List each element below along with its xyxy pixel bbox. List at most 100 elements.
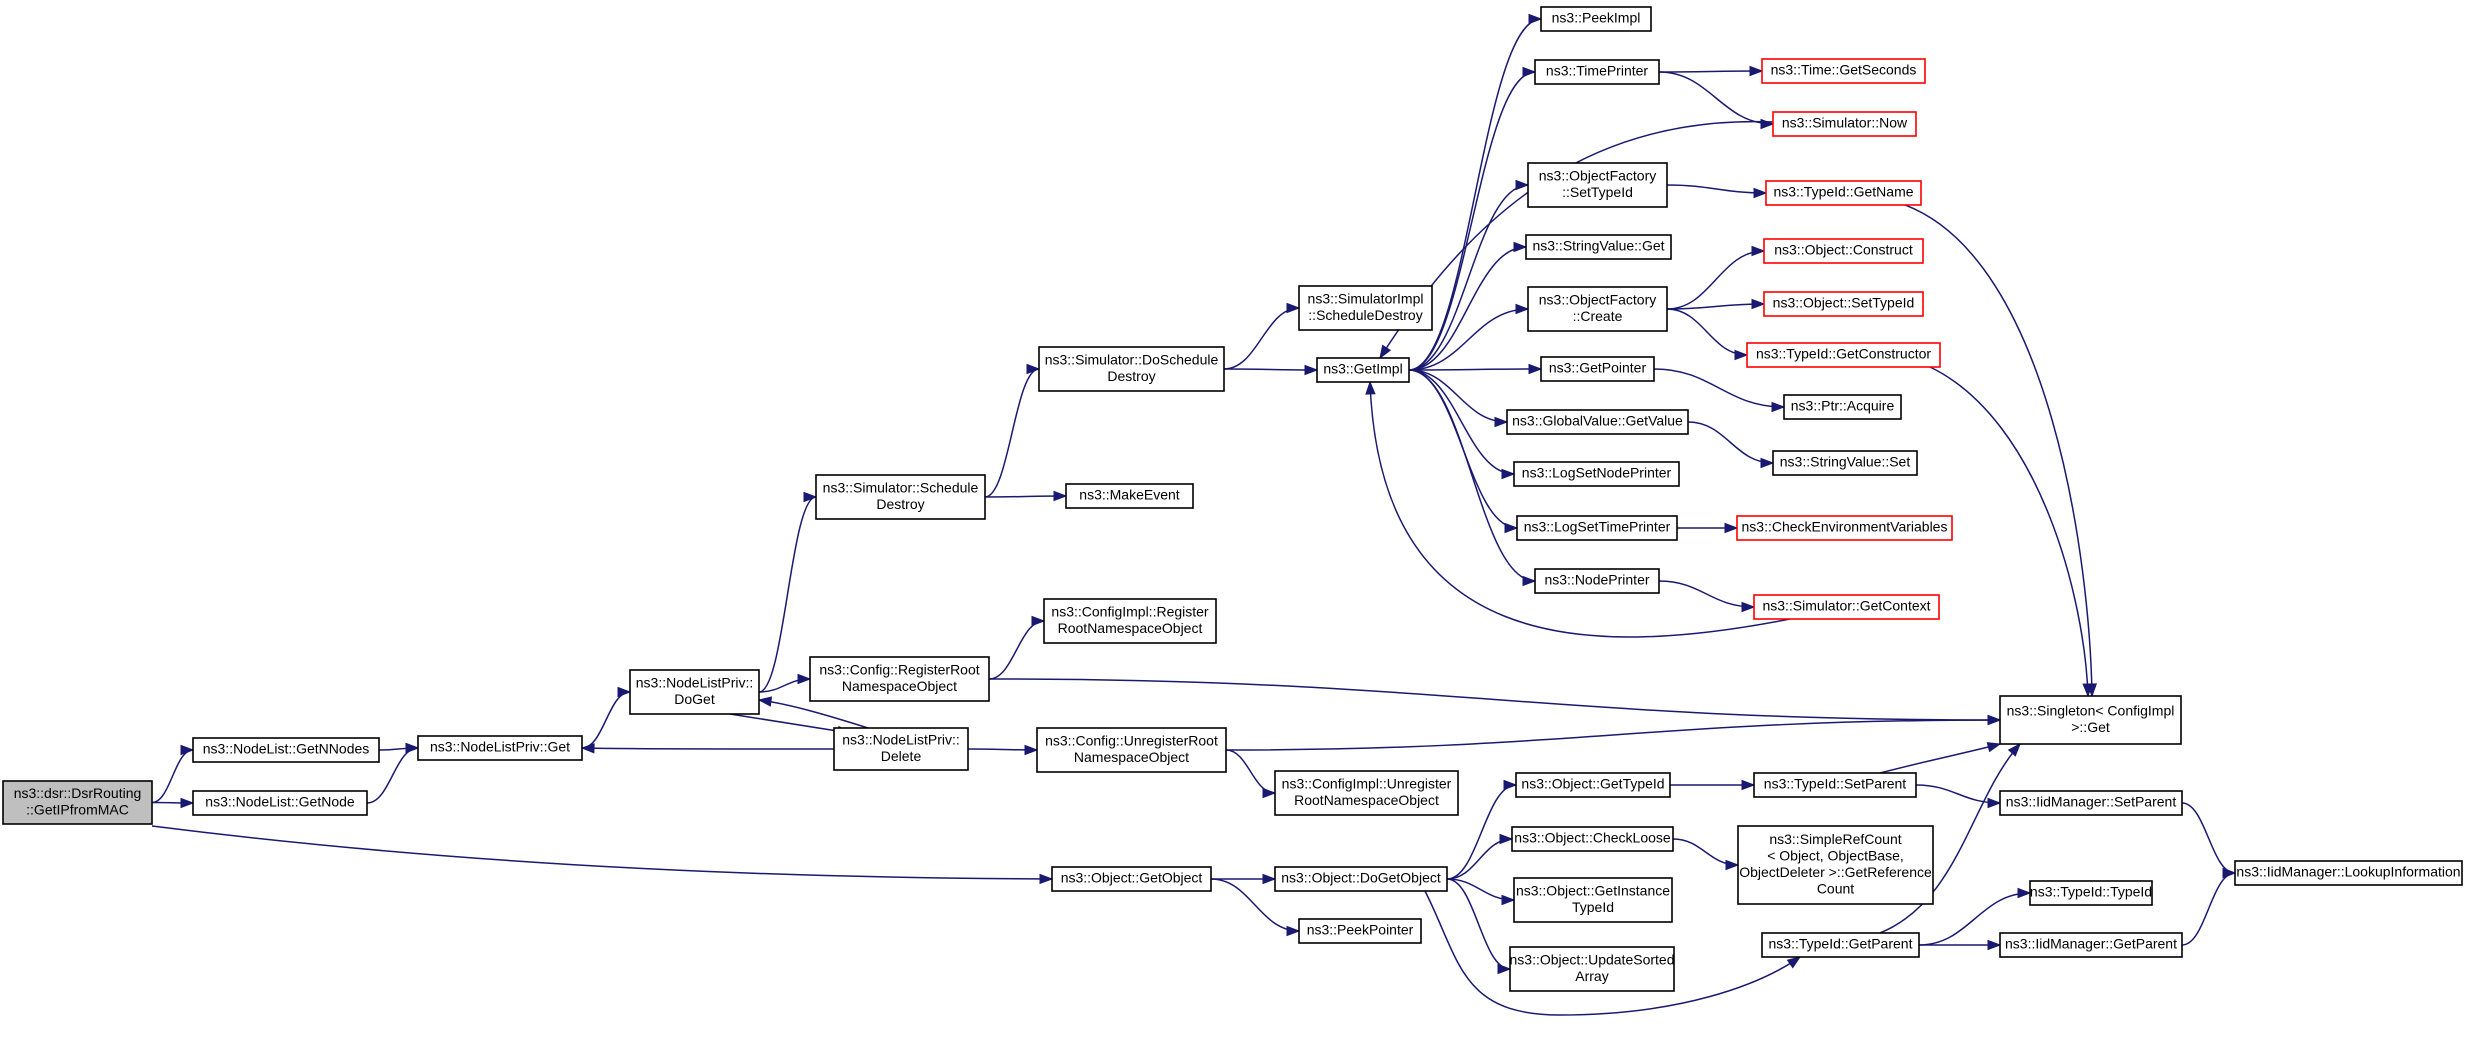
arrowhead-n5-n7 — [797, 673, 812, 685]
node-box — [1534, 59, 1660, 85]
node-n20[interactable]: ns3::ObjectFactory::SetTypeId — [1527, 162, 1668, 208]
node-n10[interactable]: ns3::MakeEvent — [1065, 483, 1194, 509]
node-box — [1772, 450, 1918, 476]
node-n49[interactable]: ns3::IidManager::LookupInformation — [2234, 860, 2463, 886]
node-n24[interactable]: ns3::GlobalValue::GetValue — [1506, 409, 1689, 435]
node-n38[interactable]: ns3::Singleton< ConfigImpl>::Get — [1999, 695, 2182, 745]
arrowhead-n27-n37 — [1741, 601, 1756, 613]
node-box — [1065, 483, 1194, 509]
node-box — [1298, 285, 1433, 331]
node-n31[interactable]: ns3::Object::Construct — [1763, 238, 1924, 264]
node-n30[interactable]: ns3::TypeId::GetName — [1765, 180, 1922, 206]
node-n39[interactable]: ns3::Object::GetTypeId — [1515, 772, 1671, 798]
node-n18[interactable]: ns3::PeekImpl — [1540, 6, 1652, 32]
node-n13[interactable]: ns3::ConfigImpl::UnregisterRootNamespace… — [1274, 770, 1459, 816]
node-n43[interactable]: ns3::TypeId::SetParent — [1753, 772, 1917, 798]
node-n48[interactable]: ns3::IidManager::GetParent — [1999, 932, 2183, 958]
edge-n37-n17 — [1369, 381, 1791, 638]
node-n35[interactable]: ns3::StringValue::Set — [1772, 450, 1918, 476]
node-box — [1513, 461, 1680, 487]
node-n4[interactable]: ns3::NodeListPriv::Get — [417, 735, 583, 761]
arrowhead-n23-n34 — [1771, 401, 1786, 413]
node-n15[interactable]: ns3::PeekPointer — [1298, 918, 1422, 944]
node-label: ns3::TypeId::TypeId — [2030, 884, 2152, 900]
node-n5[interactable]: ns3::NodeListPriv::DoGet — [629, 669, 760, 715]
node-n8[interactable]: ns3::NodeListPriv::Delete — [833, 727, 969, 771]
node-n28[interactable]: ns3::Time::GetSeconds — [1761, 58, 1926, 84]
node-n47[interactable]: ns3::TypeId::TypeId — [2029, 880, 2153, 906]
edge-n8-n4 — [581, 747, 835, 750]
node-n40[interactable]: ns3::Object::CheckLoose — [1511, 826, 1674, 852]
node-n26[interactable]: ns3::LogSetTimePrinter — [1516, 515, 1678, 541]
node-label: ns3::Object::UpdateSorted — [1510, 951, 1675, 967]
node-label: Destroy — [1107, 368, 1155, 384]
node-n25[interactable]: ns3::LogSetNodePrinter — [1513, 461, 1680, 487]
node-label: Array — [1575, 968, 1608, 984]
node-box — [1763, 291, 1924, 317]
node-box — [1999, 695, 2182, 745]
node-box — [1763, 238, 1924, 264]
node-n14[interactable]: ns3::Object::DoGetObject — [1274, 866, 1448, 892]
node-n1[interactable]: ns3::NodeList::GetNNodes — [192, 737, 380, 763]
arrowhead-n29-n17 — [1379, 344, 1392, 360]
edge-n8-n5 — [758, 699, 869, 729]
arrowhead-n14-n39 — [1503, 779, 1518, 791]
node-n44[interactable]: ns3::SimpleRefCount< Object, ObjectBase,… — [1737, 825, 1934, 905]
node-n0[interactable]: ns3::dsr::DsrRouting::GetIPfromMAC — [2, 780, 153, 825]
node-label: ns3::Simulator::Now — [1782, 115, 1908, 131]
call-edges — [151, 13, 2237, 1016]
node-n33[interactable]: ns3::TypeId::GetConstructor — [1746, 342, 1941, 368]
node-n21[interactable]: ns3::StringValue::Get — [1525, 234, 1672, 260]
node-box — [1036, 727, 1227, 773]
node-n27[interactable]: ns3::NodePrinter — [1534, 568, 1660, 594]
edge-n7-n38 — [988, 678, 2001, 721]
node-n19[interactable]: ns3::TimePrinter — [1534, 59, 1660, 85]
edge-n14-n40 — [1446, 838, 1513, 880]
node-label: >::Get — [2071, 719, 2110, 735]
node-label: ns3::GetImpl — [1323, 361, 1402, 377]
node-n29[interactable]: ns3::Simulator::Now — [1772, 111, 1917, 137]
arrowhead-n22-n31 — [1751, 245, 1766, 257]
node-n45[interactable]: ns3::TypeId::GetParent — [1761, 932, 1920, 958]
edge-n33-n38 — [1929, 366, 2089, 697]
edge-n45-n38 — [1879, 743, 2021, 934]
node-box — [1736, 515, 1953, 541]
node-box — [1516, 515, 1678, 541]
edge-n6-n9 — [984, 368, 1040, 498]
edge-n5-n6 — [758, 496, 817, 693]
edge-n4-n5 — [581, 691, 631, 749]
node-box — [1274, 866, 1448, 892]
arrowhead-n37-n17 — [1365, 380, 1376, 395]
node-n22[interactable]: ns3::ObjectFactory::Create — [1527, 286, 1668, 332]
node-label: ns3::GetPointer — [1549, 360, 1647, 376]
arrowhead-n17-n24 — [1494, 416, 1509, 428]
arrowhead-n17-n22 — [1515, 303, 1530, 315]
edge-n12-n38 — [1225, 719, 2001, 751]
node-n23[interactable]: ns3::GetPointer — [1540, 356, 1655, 382]
node-n2[interactable]: ns3::NodeList::GetNode — [192, 790, 368, 816]
node-n3[interactable]: ns3::Object::GetObject — [1051, 866, 1212, 892]
node-n37[interactable]: ns3::Simulator::GetContext — [1753, 594, 1940, 620]
node-n6[interactable]: ns3::Simulator::ScheduleDestroy — [815, 474, 986, 520]
node-n11[interactable]: ns3::ConfigImpl::RegisterRootNamespaceOb… — [1043, 598, 1217, 644]
node-label: ns3::StringValue::Get — [1532, 238, 1664, 254]
node-n34[interactable]: ns3::Ptr::Acquire — [1783, 394, 1902, 420]
node-label: ns3::TypeId::GetConstructor — [1756, 346, 1931, 362]
edge-n14-n45 — [1424, 890, 1801, 1016]
arrowhead-n12-n13 — [1262, 787, 1277, 799]
node-n16[interactable]: ns3::SimulatorImpl::ScheduleDestroy — [1298, 285, 1433, 331]
edge-n45-n47 — [1918, 892, 2031, 946]
node-n12[interactable]: ns3::Config::UnregisterRootNamespaceObje… — [1036, 727, 1227, 773]
node-n36[interactable]: ns3::CheckEnvironmentVariables — [1736, 515, 1953, 541]
node-box — [1737, 825, 1934, 905]
node-n17[interactable]: ns3::GetImpl — [1316, 357, 1410, 383]
edge-n17-n20 — [1408, 184, 1529, 371]
node-n46[interactable]: ns3::IidManager::SetParent — [1999, 790, 2183, 816]
arrowhead-n12-n38 — [1987, 714, 2002, 726]
arrowhead-n14-n45 — [1786, 956, 1802, 969]
node-n32[interactable]: ns3::Object::SetTypeId — [1763, 291, 1924, 317]
